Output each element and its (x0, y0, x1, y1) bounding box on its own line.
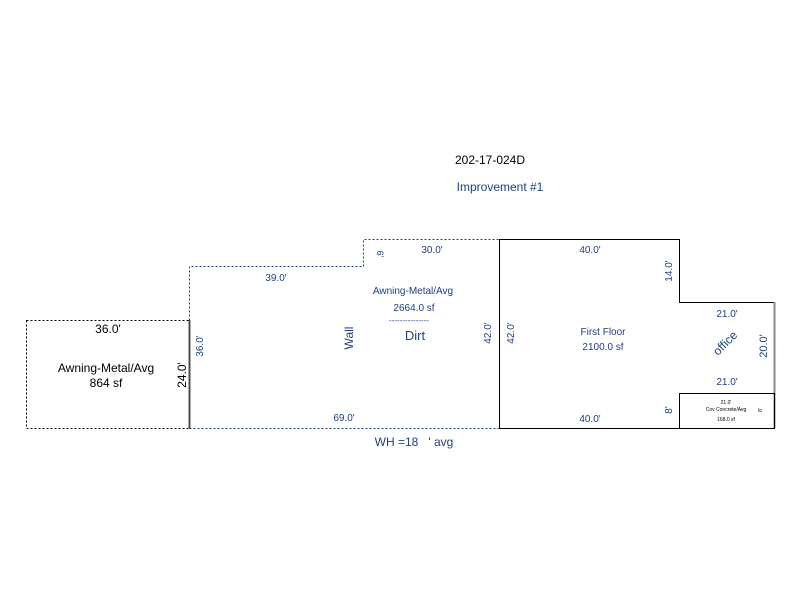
first-floor-notch-dim: 14.0' (664, 260, 675, 281)
left-awning-label: Awning-Metal/Avg (58, 361, 154, 375)
first-floor-bottom-dim: 40.0' (579, 414, 600, 425)
office-bottom-dim: 21.0' (716, 377, 737, 388)
wall-height-note: WH =18 ' avg (375, 435, 454, 449)
cov-label: Cov Concrete/Avg (706, 407, 747, 413)
cov-top-dim: 21.0' (721, 400, 732, 406)
center-top-left-dim: 39.0' (265, 273, 286, 284)
cov-area: 168.0 sf (717, 417, 735, 423)
center-label: Awning-Metal/Avg (373, 286, 453, 297)
center-wall-label: Wall (342, 327, 356, 350)
parcel-id: 202-17-024D (455, 153, 525, 167)
center-sub-label: Dirt (405, 328, 426, 343)
left-awning-side-dim: 24.0' (175, 362, 189, 388)
office-label: office (710, 328, 740, 358)
first-floor-area: 2100.0 sf (582, 342, 623, 353)
first-floor-left-dim: 42.0' (506, 322, 517, 343)
office-top-dim: 21.0' (716, 309, 737, 320)
first-floor-small-dim: 8' (664, 406, 675, 414)
center-divider: --------------- (389, 316, 429, 325)
cov-side-dim: 8' (758, 408, 764, 412)
improvement-title: Improvement #1 (457, 180, 544, 194)
first-floor-label: First Floor (581, 327, 627, 338)
center-area: 2664.0 sf (393, 303, 434, 314)
left-awning-top-dim: 36.0' (95, 322, 121, 336)
cov-concrete-outline (679, 393, 775, 429)
center-left-dim: 36.0' (195, 335, 206, 356)
first-floor-top-dim: 40.0' (579, 245, 600, 256)
left-awning-area: 864 sf (90, 376, 123, 390)
center-step-dim: 6' (375, 251, 385, 258)
center-top-right-dim: 30.0' (421, 245, 442, 256)
center-right-dim: 42.0' (483, 322, 494, 343)
office-side-dim: 20.0' (758, 334, 770, 358)
center-bottom-dim: 69.0' (333, 413, 354, 424)
